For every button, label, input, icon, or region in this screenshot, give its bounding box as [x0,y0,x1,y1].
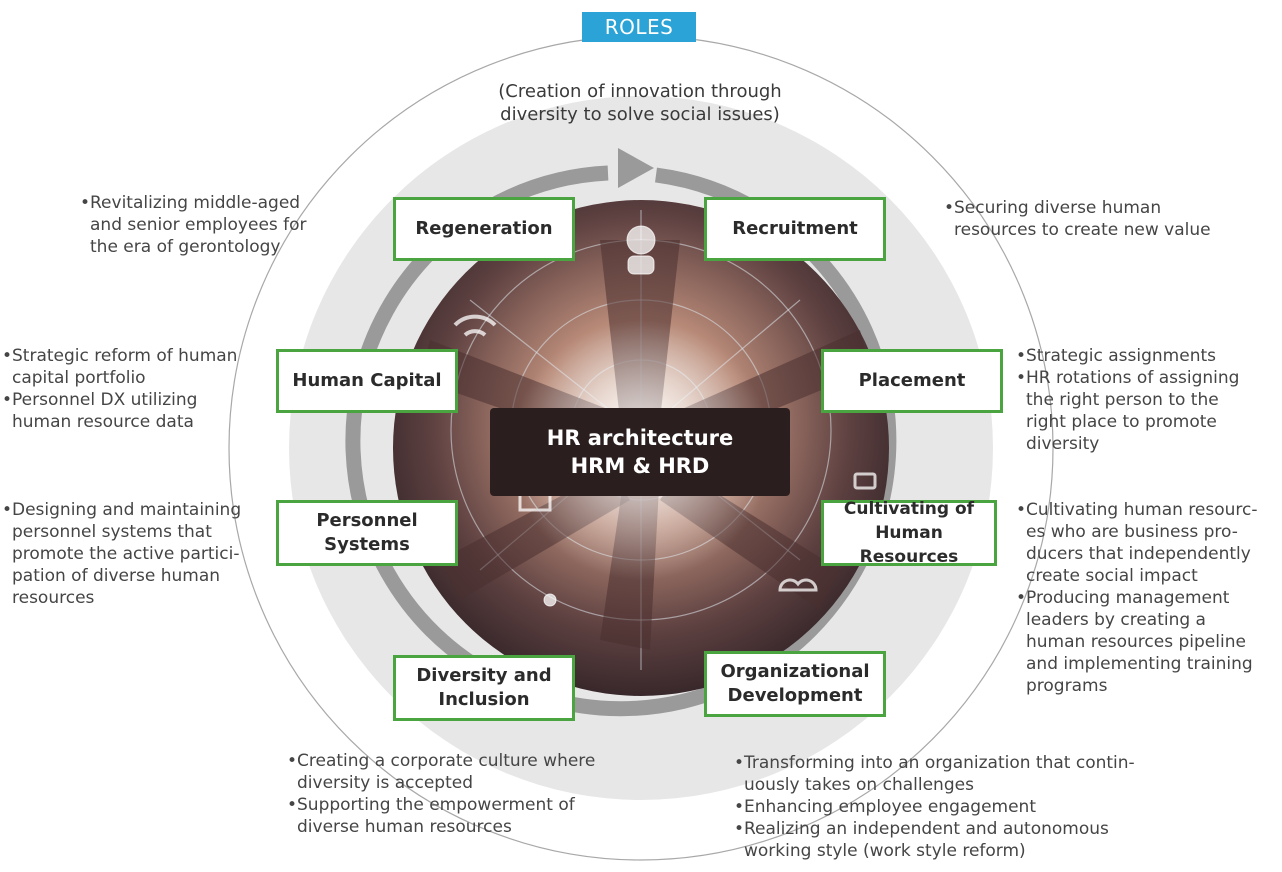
role-label: Regeneration [415,218,553,239]
role-box-regeneration: Regeneration [393,197,575,261]
note-item: Designing and maintaining personnel syst… [2,499,266,609]
role-box-personnel-systems: Personnel Systems [276,500,458,566]
note-item: Revitalizing middle-aged and senior empl… [80,192,340,258]
role-box-organizational-development: Organizational Development [704,651,886,717]
hr-architecture-box: HR architecture HRM & HRD [490,408,790,496]
note-item: Strategic assignments [1016,345,1276,367]
role-box-diversity-inclusion: Diversity and Inclusion [393,655,575,721]
tagline: (Creation of innovation through diversit… [440,80,840,126]
center-title: HR architecture [546,426,734,450]
role-label: Human Capital [292,370,442,391]
center-subtitle: HRM & HRD [570,454,710,478]
role-label: Placement [858,370,966,391]
cycle-ring [345,165,897,717]
notes-cultivating: Cultivating human resourc- es who are bu… [1016,499,1278,697]
role-box-human-capital: Human Capital [276,349,458,413]
cycle-arrow-icon [618,148,654,188]
tagline-line-1: (Creation of innovation through [498,81,782,102]
notes-organizational-development: Transforming into an organization that c… [734,752,1234,862]
notes-placement: Strategic assignments HR rotations of as… [1016,345,1276,455]
role-label: Organizational [720,661,870,682]
notes-diversity-inclusion: Creating a corporate culture where diver… [287,750,647,838]
note-item: Realizing an independent and autonomous … [734,818,1234,862]
role-label: Diversity and [416,665,552,686]
notes-personnel-systems: Designing and maintaining personnel syst… [2,499,266,609]
roles-badge: ROLES [582,12,696,42]
role-label: Personnel [316,510,418,531]
role-box-placement: Placement [821,349,1003,413]
tagline-line-2: diversity to solve social issues) [500,104,780,125]
role-box-cultivating: Cultivating of Human Resources [821,499,997,567]
role-label: Systems [324,534,410,555]
role-label: Recruitment [732,218,858,239]
note-item: Cultivating human resourc- es who are bu… [1016,499,1278,587]
notes-recruitment: Securing diverse human resources to crea… [944,197,1244,241]
note-item: Creating a corporate culture where diver… [287,750,647,794]
notes-regeneration: Revitalizing middle-aged and senior empl… [80,192,340,258]
note-item: Producing management leaders by creating… [1016,587,1278,697]
role-label: Human Resources [859,523,959,567]
note-item: Enhancing employee engagement [734,796,1234,818]
note-item: HR rotations of assigning the right pers… [1016,367,1276,455]
role-box-recruitment: Recruitment [704,197,886,261]
note-item: Transforming into an organization that c… [734,752,1234,796]
note-item: Personnel DX utilizing human resource da… [2,389,262,433]
note-item: Supporting the empowerment of diverse hu… [287,794,647,838]
role-label: Development [727,685,863,706]
role-label: Inclusion [438,689,530,710]
notes-human-capital: Strategic reform of human capital portfo… [2,345,262,433]
note-item: Securing diverse human resources to crea… [944,197,1244,241]
note-item: Strategic reform of human capital portfo… [2,345,262,389]
role-label: Cultivating of [843,499,975,519]
